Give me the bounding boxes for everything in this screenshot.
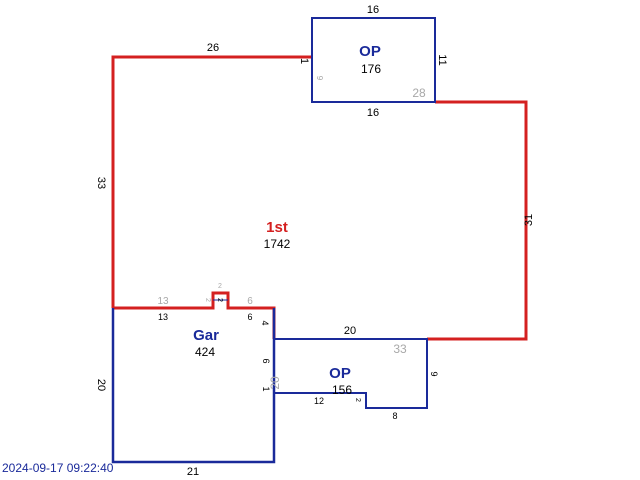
ghost-dim-porch-top-9: 9 [315, 76, 324, 81]
garage-area: 424 [195, 345, 215, 359]
dim-porch-bottom-8: 8 [392, 411, 397, 421]
ghost-dim-6: 6 [247, 296, 253, 307]
dim-porch-bottom-12: 12 [314, 396, 324, 406]
porch-bottom-area: 156 [332, 383, 352, 397]
dim-first-inner-6: 6 [247, 312, 252, 322]
ghost-dim-2a: 2 [218, 283, 222, 290]
dim-first-left: 33 [95, 177, 107, 189]
dim-first-top: 26 [207, 42, 219, 54]
first-floor-outline [111, 55, 528, 341]
ghost-dim-13: 13 [157, 296, 169, 307]
dim-garage-right-1: 1 [261, 386, 271, 391]
ghost-dim-porch-top-28: 28 [412, 86, 426, 100]
dim-porch-top-left: 1 [298, 58, 310, 64]
dim-porch-top-right: 11 [436, 54, 448, 65]
dim-first-inner-4: 4 [260, 320, 270, 325]
porch-top-outline [311, 17, 436, 103]
dim-first-right: 31 [523, 214, 535, 226]
porch-top-title: OP [359, 43, 381, 60]
dim-first-mid-right: 20 [344, 325, 356, 337]
dim-porch-bottom-step-2: 2 [354, 398, 361, 402]
dim-porch-bottom-right-9: 9 [429, 371, 439, 376]
porch-bottom-title: OP [329, 365, 351, 382]
porch-top-area: 176 [361, 62, 381, 76]
dim-garage-bottom: 21 [187, 466, 199, 478]
ghost-dim-porch-bottom-20: 20 [268, 376, 282, 390]
dim-porch-top-top: 16 [367, 4, 379, 16]
first-floor-area: 1742 [264, 237, 291, 251]
dim-porch-top-bottom: 16 [367, 107, 379, 119]
dim-garage-left: 20 [95, 379, 107, 391]
garage-title: Gar [193, 327, 219, 344]
dim-first-inner-13: 13 [158, 312, 168, 322]
garage-outline [111, 308, 276, 464]
dim-garage-right-6: 6 [261, 358, 271, 363]
ghost-dim-porch-bottom-33: 33 [393, 342, 407, 356]
timestamp: 2024-09-17 09:22:40 [2, 461, 114, 475]
first-floor-title: 1st [266, 219, 288, 236]
ghost-dim-2b: 2 [204, 298, 211, 302]
porch-bottom-outline [274, 338, 428, 409]
dim-first-bump-2: 2 [216, 298, 223, 302]
